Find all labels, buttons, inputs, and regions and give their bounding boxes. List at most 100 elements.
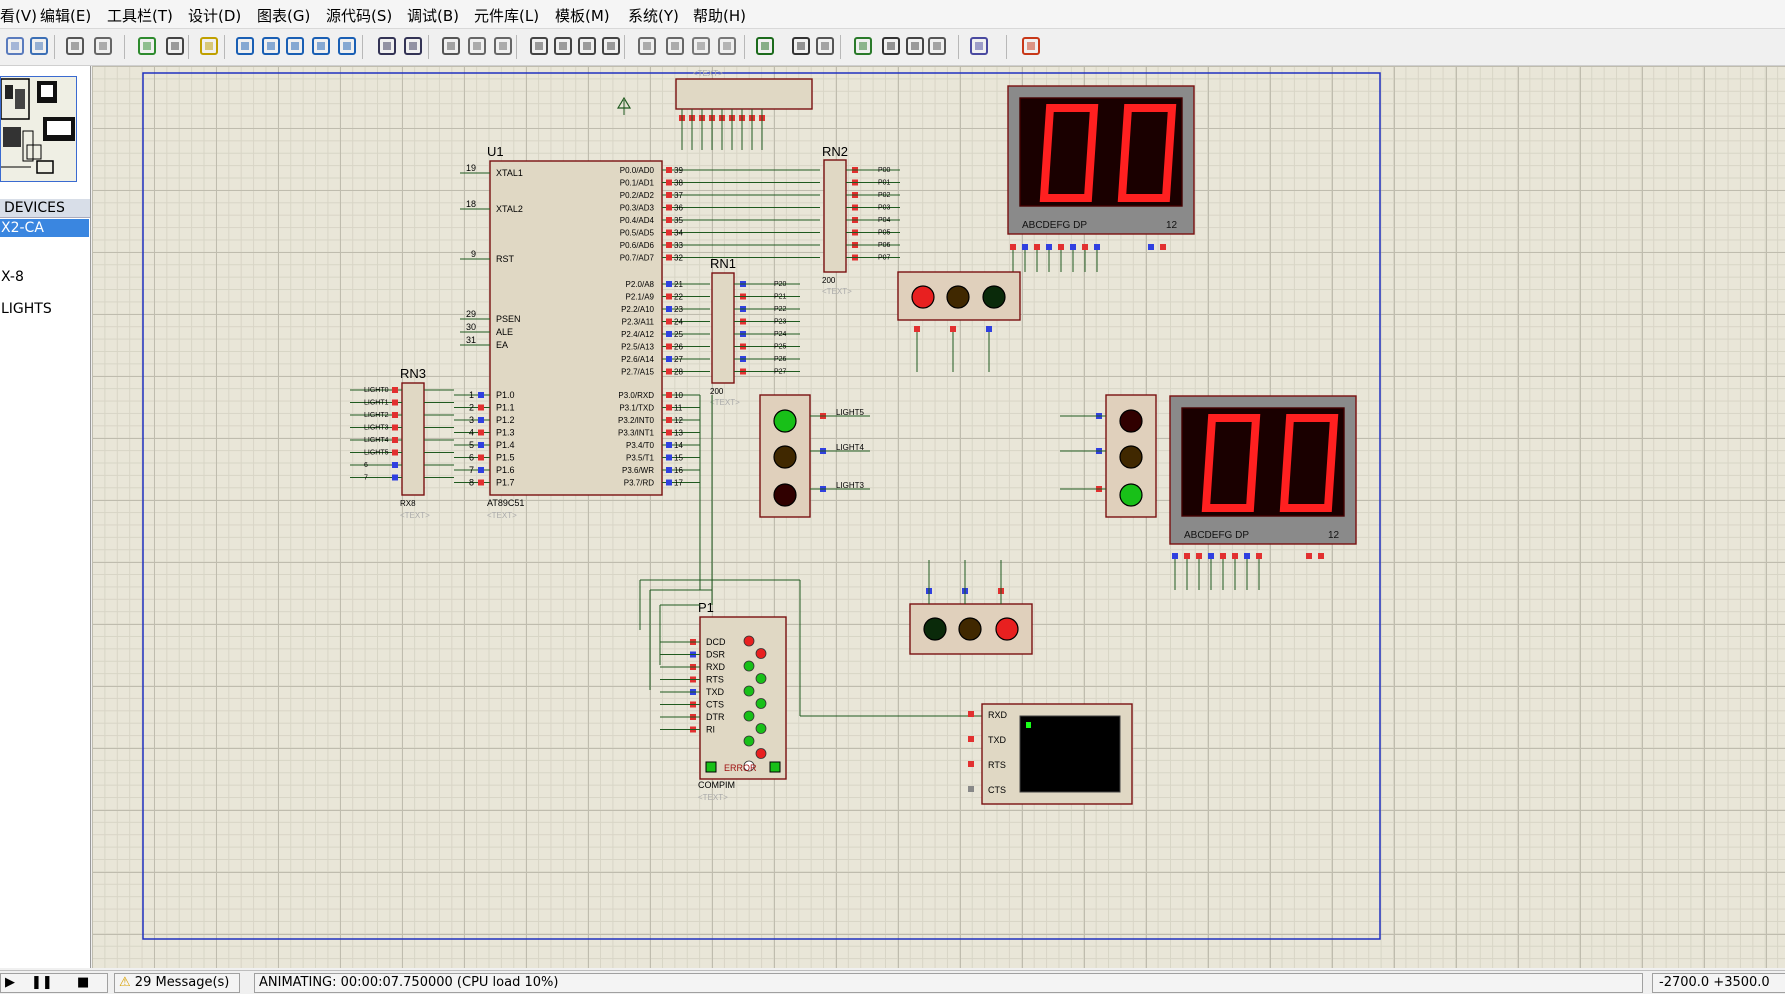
messages-box[interactable]: ⚠ 29 Message(s) [114, 973, 240, 993]
zoom-in-icon[interactable] [260, 35, 282, 57]
rn3-net-label: LIGHT1 [364, 400, 389, 407]
paste-icon[interactable] [492, 35, 514, 57]
undo-icon[interactable] [376, 35, 398, 57]
menu-library[interactable]: 元件库(L) [474, 7, 540, 25]
u1-pin-number: 31 [466, 335, 476, 345]
property-icon[interactable] [716, 35, 738, 57]
toolbar [0, 29, 1785, 66]
u1-pin-number: 7 [469, 465, 474, 475]
new-icon[interactable] [4, 35, 26, 57]
netlist-icon[interactable] [754, 35, 776, 57]
rn1-net-label: P20 [774, 281, 787, 288]
block-delete-icon[interactable] [600, 35, 622, 57]
decompose-icon[interactable] [926, 35, 948, 57]
menu-source[interactable]: 源代码(S) [326, 7, 393, 25]
zoom-out-icon[interactable] [284, 35, 306, 57]
pin-state [1232, 553, 1238, 559]
menu-debug[interactable]: 调试(B) [407, 7, 459, 25]
refresh-icon[interactable] [136, 35, 158, 57]
zoom-all-icon[interactable] [310, 35, 332, 57]
p1-ok-indicator [769, 761, 781, 773]
device-item[interactable]: X2-CA [0, 219, 89, 237]
u1-pin-number: 8 [469, 478, 474, 488]
zoom-area-icon[interactable] [336, 35, 358, 57]
rn2-net-label: P03 [878, 205, 891, 212]
u1-pin-number: 38 [674, 179, 683, 188]
ares-icon[interactable] [1020, 35, 1042, 57]
menu-toolbar[interactable]: 工具栏(T) [107, 7, 173, 25]
rn2-net-label: P01 [878, 180, 891, 187]
grid-icon[interactable] [164, 35, 186, 57]
u1-pin-label: P2.6/A14 [621, 355, 654, 364]
rn1-ref: RN1 [710, 256, 736, 271]
u1-pin-number: 27 [674, 355, 683, 364]
pin-state [392, 387, 398, 393]
find-icon[interactable] [790, 35, 812, 57]
device-item[interactable]: LIGHTS [1, 301, 52, 317]
pause-icon[interactable]: ❚❚ [31, 975, 53, 990]
display-label: ABCDEFG DP [1022, 220, 1087, 231]
menu-help[interactable]: 帮助(H) [693, 7, 746, 25]
block-copy-icon[interactable] [528, 35, 550, 57]
rn2-net-label: P05 [878, 230, 891, 237]
menu-system[interactable]: 系统(Y) [628, 7, 679, 25]
menu-design[interactable]: 设计(D) [188, 7, 242, 25]
digit-segment [1201, 414, 1261, 512]
u1-pin-number: 21 [674, 280, 683, 289]
package-icon[interactable] [904, 35, 926, 57]
device-item[interactable]: X-8 [1, 269, 24, 285]
tool-icon[interactable] [814, 35, 836, 57]
light-net-label: LIGHT4 [836, 443, 865, 452]
u1-pin-number: 32 [674, 254, 683, 263]
p1-pin-label: RTS [706, 675, 724, 685]
origin-icon[interactable] [198, 35, 220, 57]
status-bar: ▶ ❚❚ ■ ⚠ 29 Message(s) ANIMATING: 00:00:… [0, 970, 1785, 994]
check-icon[interactable] [968, 35, 990, 57]
pin-state [1184, 553, 1190, 559]
overview-window[interactable] [0, 76, 77, 182]
p1-status-led [743, 685, 755, 697]
pick-icon[interactable] [636, 35, 658, 57]
text-placeholder: <TEXT> [822, 287, 852, 296]
display-pin-label: 12 [1166, 220, 1178, 231]
animation-controls: ▶ ❚❚ ■ [0, 973, 108, 993]
menu-template[interactable]: 模板(M) [555, 7, 610, 25]
rn1-net-label: P25 [774, 344, 787, 351]
u1-pin-label: P0.7/AD7 [620, 254, 655, 263]
block-move-icon[interactable] [552, 35, 574, 57]
menu-edit[interactable]: 编辑(E) [40, 7, 92, 25]
terminal-pin-label: CTS [988, 785, 1006, 795]
u1-pin-label: P1.6 [496, 465, 515, 475]
u1-pin-number: 19 [466, 163, 476, 173]
light-net-label: LIGHT3 [836, 481, 865, 490]
rn3-resistor-network [401, 382, 425, 496]
redo-icon[interactable] [402, 35, 424, 57]
u1-pin-number: 12 [674, 416, 683, 425]
menu-view[interactable]: 看(V) [0, 7, 37, 25]
light-green-on [773, 409, 797, 433]
wire-icon[interactable] [664, 35, 686, 57]
block-rotate-icon[interactable] [576, 35, 598, 57]
schematic-canvas[interactable] [92, 66, 1785, 968]
pin-state [1172, 553, 1178, 559]
page-icon[interactable] [92, 35, 114, 57]
pin-state [392, 474, 398, 481]
pin-state [666, 467, 672, 473]
menu-graph[interactable]: 图表(G) [257, 7, 311, 25]
save-icon[interactable] [28, 35, 50, 57]
play-icon[interactable]: ▶ [5, 975, 15, 990]
pin-state [968, 761, 974, 767]
bom-icon[interactable] [852, 35, 874, 57]
pan-icon[interactable] [234, 35, 256, 57]
text-placeholder: <TEXT> [710, 398, 740, 407]
report-icon[interactable] [880, 35, 902, 57]
light-green-on [1119, 483, 1143, 507]
pin-state [1046, 244, 1052, 250]
bus-icon[interactable] [690, 35, 712, 57]
u1-pin-label: XTAL1 [496, 168, 523, 178]
print-icon[interactable] [64, 35, 86, 57]
cut-icon[interactable] [440, 35, 462, 57]
copy-icon[interactable] [466, 35, 488, 57]
stop-icon[interactable]: ■ [77, 975, 90, 990]
